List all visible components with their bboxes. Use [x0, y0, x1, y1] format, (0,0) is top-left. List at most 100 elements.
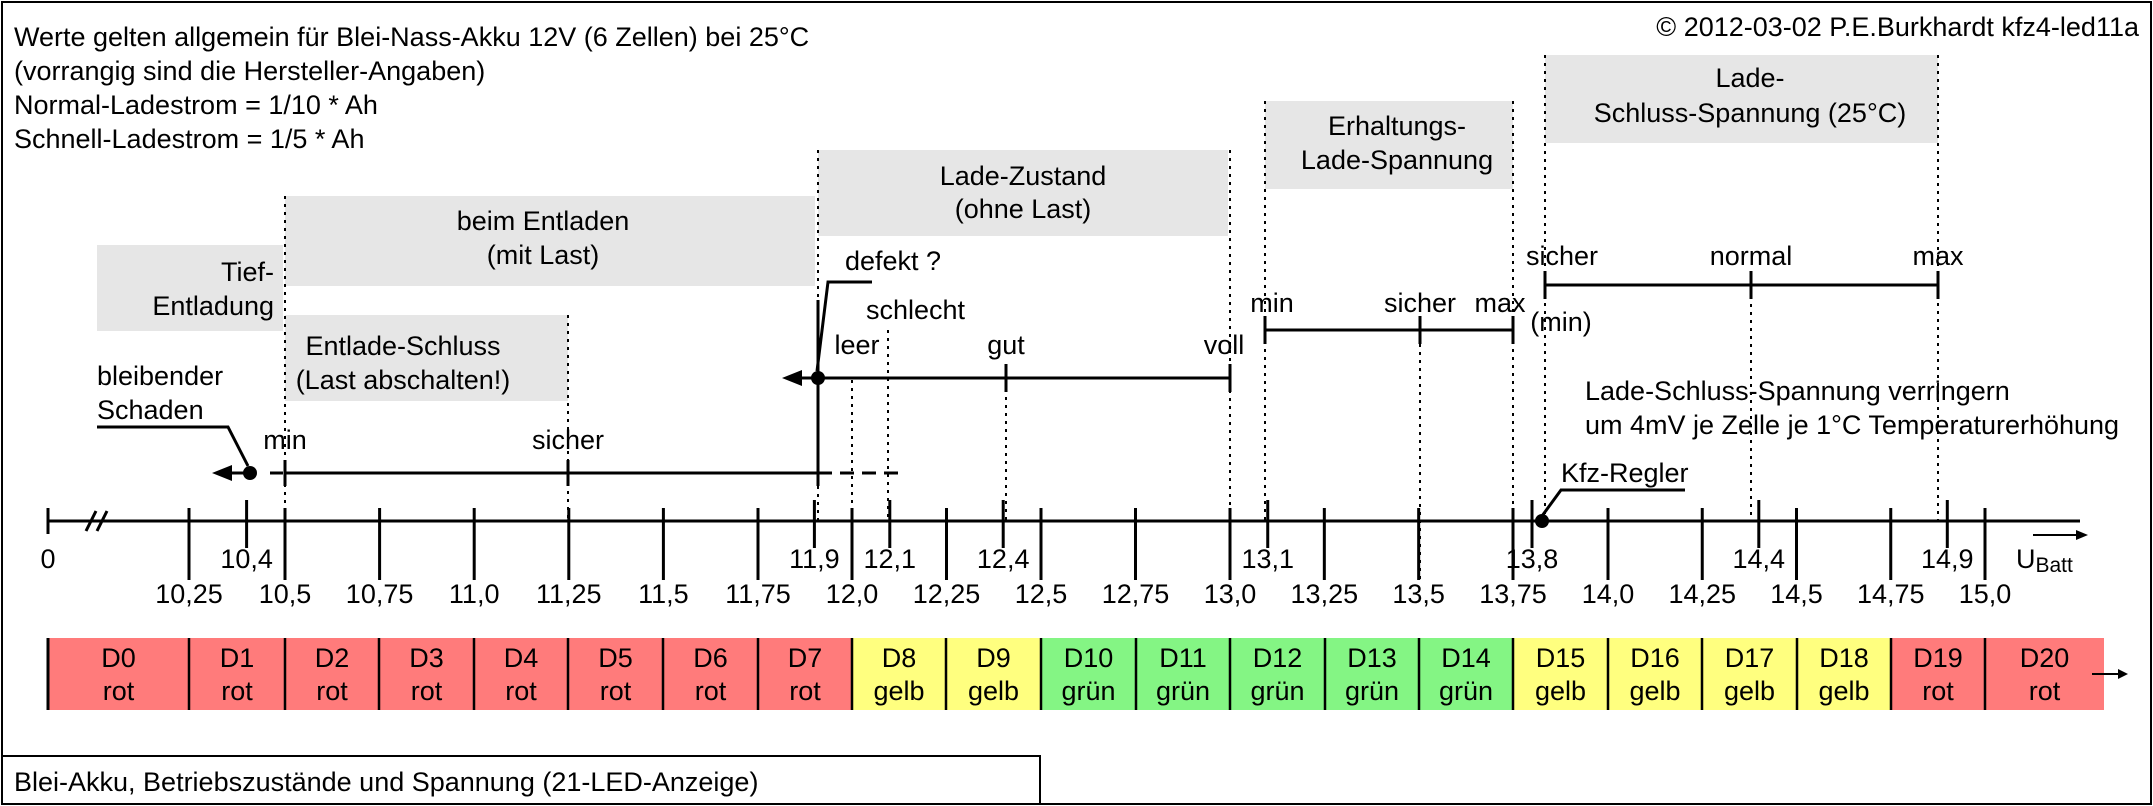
band-ladezustand: [818, 150, 1228, 236]
lower-tick-label: 10,25: [155, 579, 223, 609]
led-label: D10: [1064, 643, 1114, 673]
led-color: rot: [221, 676, 253, 706]
led-label: D15: [1536, 643, 1586, 673]
lower-tick-label: 12,0: [826, 579, 879, 609]
ladeschluss-line-1: Lade-: [1715, 63, 1784, 93]
upper-tick-label: 14,9: [1921, 544, 1974, 574]
label-min: min: [263, 425, 307, 455]
lower-tick-label: 12,5: [1015, 579, 1068, 609]
header-line-1: Werte gelten allgemein für Blei-Nass-Akk…: [14, 22, 809, 52]
entladen-line-2: (mit Last): [487, 240, 600, 270]
led-label: D4: [504, 643, 539, 673]
led-label: D11: [1159, 643, 1207, 673]
lower-tick-label: 10,75: [346, 579, 414, 609]
lower-tick-label: 11,75: [725, 579, 791, 609]
header-line-3: Normal-Ladestrom = 1/10 * Ah: [14, 90, 378, 120]
led-label: D18: [1819, 643, 1869, 673]
band-erhaltung: [1265, 101, 1513, 189]
upper-tick-label: 11,9: [789, 544, 840, 574]
lower-tick-label: 11,25: [536, 579, 602, 609]
band-ladeschluss: [1545, 55, 1938, 143]
label-kfz: Kfz-Regler: [1561, 458, 1689, 488]
led-color: gelb: [1818, 676, 1869, 706]
led-label: D20: [2020, 643, 2070, 673]
led-label: D13: [1347, 643, 1397, 673]
led-label: D5: [598, 643, 633, 673]
led-label: D6: [693, 643, 728, 673]
lower-tick-label: 15,0: [1959, 579, 2012, 609]
header-line-2: (vorrangig sind die Hersteller-Angaben): [14, 56, 485, 86]
bleibender-line-1: bleibender: [97, 361, 223, 391]
band-entladen: [285, 196, 815, 286]
label-erh-min: min: [1250, 288, 1294, 318]
led-color: gelb: [1629, 676, 1680, 706]
erhaltung-line-2: Lade-Spannung: [1301, 145, 1493, 175]
led-color: grün: [1439, 676, 1493, 706]
lower-tick-label: 14,75: [1857, 579, 1925, 609]
entladeschluss-line-2: (Last abschalten!): [296, 365, 511, 395]
label-ls-max: max: [1912, 241, 1964, 271]
led-color: rot: [103, 676, 135, 706]
tiefentladung-line-2: Entladung: [152, 291, 274, 321]
bleibender-line-2: Schaden: [97, 395, 204, 425]
header-line-4: Schnell-Ladestrom = 1/5 * Ah: [14, 124, 364, 154]
lower-tick-label: 13,5: [1392, 579, 1445, 609]
temp-note-line-2: um 4mV je Zelle je 1°C Temperaturerhöhun…: [1585, 410, 2119, 440]
lower-tick-label: 13,25: [1291, 579, 1359, 609]
label-ls-normal: normal: [1710, 241, 1793, 271]
lower-tick-label: 14,25: [1668, 579, 1736, 609]
axis-unit: UBatt: [2016, 544, 2073, 577]
led-label: D2: [315, 643, 350, 673]
lower-tick-label: 10,5: [259, 579, 312, 609]
led-color: rot: [1922, 676, 1954, 706]
led-label: D9: [976, 643, 1011, 673]
led-color: grün: [1061, 676, 1115, 706]
label-voll: voll: [1204, 330, 1245, 360]
upper-tick-label: 10,4: [220, 544, 273, 574]
led-label: D17: [1725, 643, 1775, 673]
label-defekt: defekt ?: [845, 246, 941, 276]
led-color: grün: [1345, 676, 1399, 706]
ladeschluss-line-2: Schluss-Spannung (25°C): [1594, 98, 1906, 128]
upper-tick-label: 13,1: [1241, 544, 1294, 574]
led-color: gelb: [1724, 676, 1775, 706]
led-label: D8: [882, 643, 917, 673]
lower-tick-label: 12,25: [913, 579, 981, 609]
ladezustand-line-2: (ohne Last): [955, 194, 1092, 224]
led-color: rot: [505, 676, 537, 706]
led-label: D7: [788, 643, 823, 673]
upper-tick-label: 13,8: [1506, 544, 1559, 574]
led-color: rot: [600, 676, 632, 706]
label-schlecht: schlecht: [866, 295, 966, 325]
band-entladeschluss: [285, 315, 568, 401]
upper-tick-label: 14,4: [1733, 544, 1786, 574]
lower-tick-label: 14,5: [1770, 579, 1823, 609]
label-ls-min: (min): [1530, 307, 1592, 337]
lower-tick-label: 11,0: [449, 579, 500, 609]
label-ls-sicher: sicher: [1526, 241, 1598, 271]
caption: Blei-Akku, Betriebszustände und Spannung…: [14, 767, 758, 797]
band-tiefentladung: [97, 245, 283, 331]
entladen-line-1: beim Entladen: [457, 206, 630, 236]
led-label: D19: [1913, 643, 1963, 673]
label-sicher: sicher: [532, 425, 604, 455]
led-color: gelb: [968, 676, 1019, 706]
label-zero: 0: [40, 544, 55, 574]
led-color: grün: [1250, 676, 1304, 706]
led-color: rot: [411, 676, 443, 706]
upper-tick-label: 12,1: [864, 544, 917, 574]
